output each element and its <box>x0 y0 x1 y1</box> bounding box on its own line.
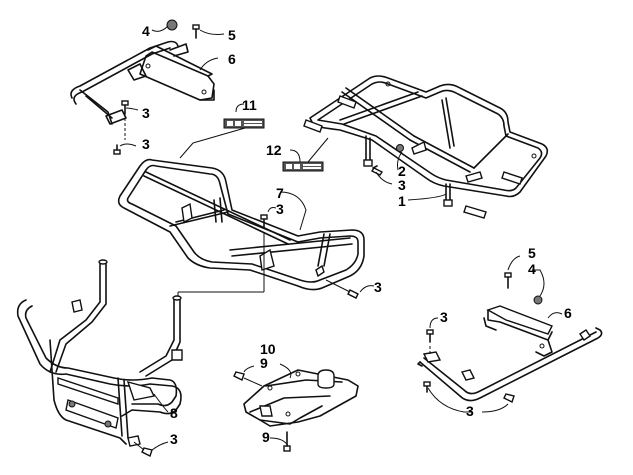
callout-2: 2 <box>398 163 406 179</box>
callout-3: 3 <box>466 403 474 419</box>
bolt-icon <box>423 381 431 393</box>
bolt-icon <box>233 371 263 387</box>
callout-3: 3 <box>142 136 150 152</box>
callout-4: 4 <box>528 261 536 277</box>
bolt-icon <box>192 24 200 39</box>
bolt-icon <box>325 279 359 299</box>
bolt-icon <box>133 441 153 457</box>
callout-7: 7 <box>276 185 284 201</box>
bolt-icon <box>113 144 121 155</box>
decal-12 <box>282 161 324 172</box>
callout-3: 3 <box>142 105 150 121</box>
rear-rack <box>303 75 549 219</box>
bolt-icon <box>370 165 384 176</box>
decal-11 <box>223 118 265 129</box>
callout-9: 9 <box>260 355 268 371</box>
callout-1: 1 <box>398 193 406 209</box>
bolt-icon <box>177 214 268 298</box>
callout-5: 5 <box>228 27 236 43</box>
front-rack <box>117 158 365 291</box>
callout-8: 8 <box>170 405 178 421</box>
callout-3: 3 <box>398 177 406 193</box>
footrest-bracket-lower <box>417 305 603 402</box>
callout-4: 4 <box>142 23 150 39</box>
footrest-bracket-upper <box>70 40 215 125</box>
callout-3: 3 <box>440 309 448 325</box>
callout-3: 3 <box>374 279 382 295</box>
callout-12: 12 <box>266 142 282 158</box>
callout-6: 6 <box>564 305 572 321</box>
skid-plate <box>243 369 359 427</box>
callout-5: 5 <box>528 245 536 261</box>
bolt-icon <box>121 100 129 140</box>
nut-icon <box>166 19 178 31</box>
nut-icon <box>533 295 543 305</box>
front-bumper <box>16 259 183 447</box>
callout-3: 3 <box>170 431 178 447</box>
nut-icon <box>396 144 404 152</box>
callout-6: 6 <box>228 51 236 67</box>
callout-3: 3 <box>276 201 284 217</box>
callout-11: 11 <box>242 97 257 113</box>
callout-10: 10 <box>260 341 276 357</box>
bolt-icon <box>426 329 434 354</box>
bolt-icon <box>503 393 515 403</box>
callout-9: 9 <box>262 429 270 445</box>
bolt-icon <box>504 272 512 289</box>
